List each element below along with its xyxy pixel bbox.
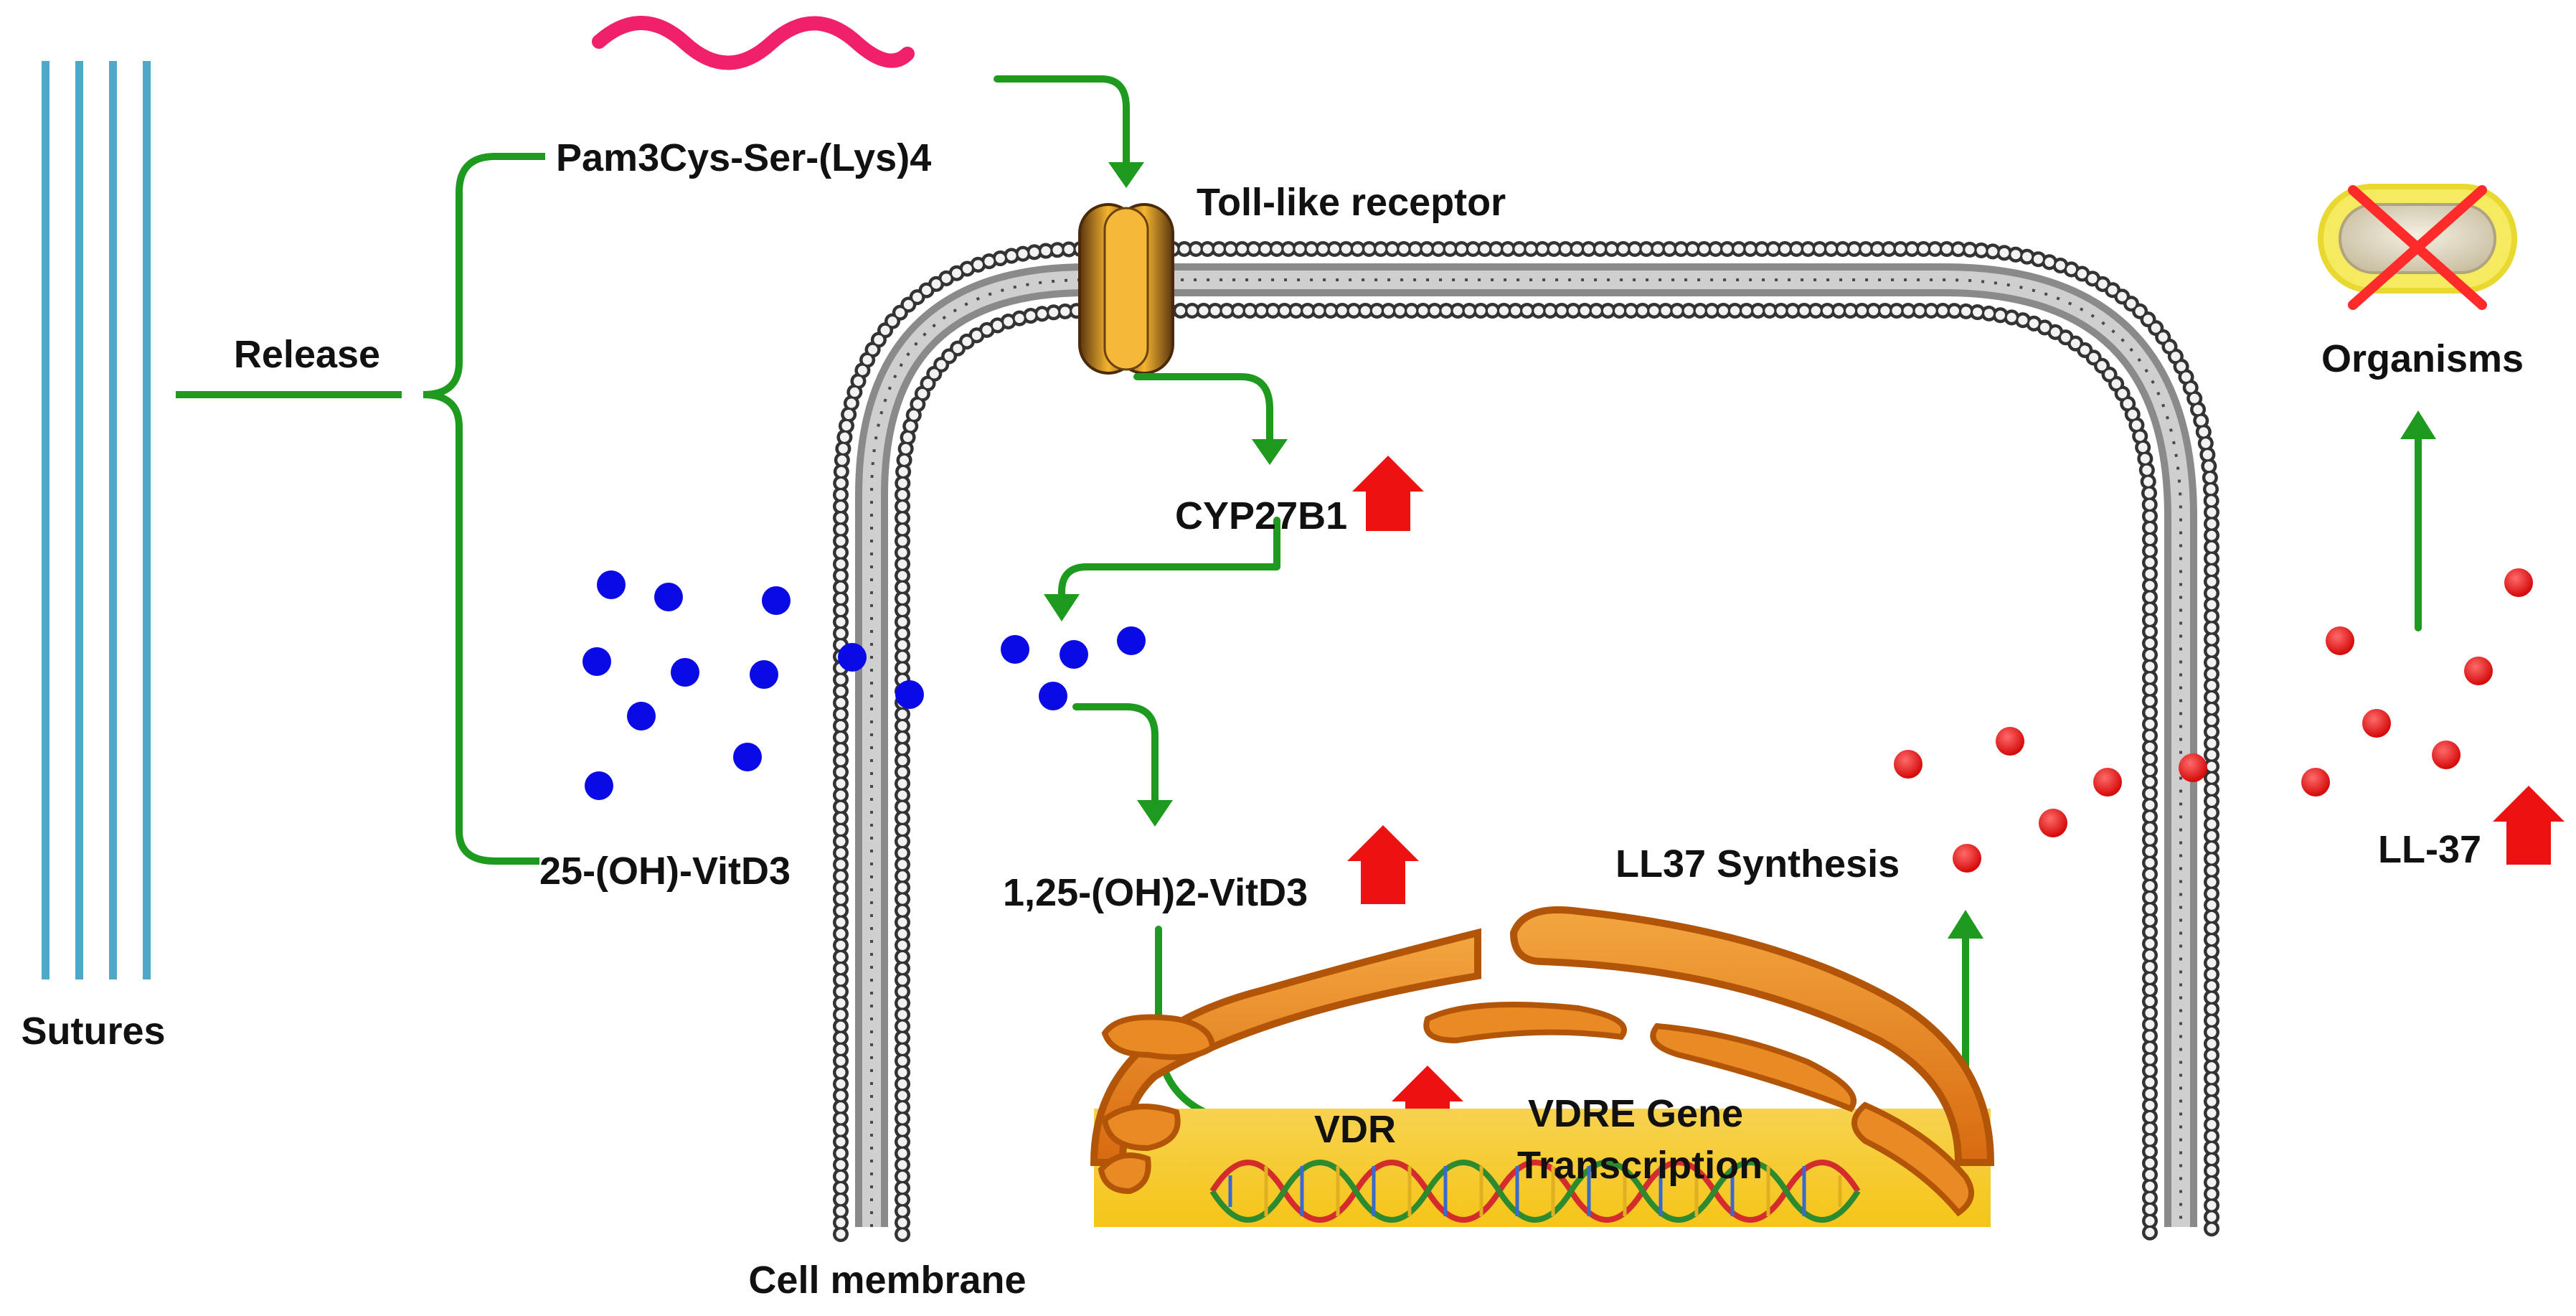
cyp27b1-label: CYP27B1 [1175,494,1347,537]
ll37-molecules [1894,568,2533,873]
release-bracket [176,153,545,865]
vdr-label: VDR [1314,1108,1396,1151]
cell-membrane [833,241,2219,1242]
vitd3-25-label: 25-(OH)-VitD3 [539,850,791,893]
cross-icon [2348,185,2487,310]
pam3cys-label: Pam3Cys-Ser-(Lys)4 [556,136,931,179]
arrow-vitd3-to-125vitd3 [1072,703,1159,807]
cyp27b1-up-arrow-icon [1352,456,1424,531]
arrow-cyp27b1-to-vitd3 [1058,517,1280,603]
toll-like-receptor-icon [1078,203,1174,375]
pam3cys-wave-icon [592,16,915,70]
vitd3-125-up-arrow-icon [1347,825,1419,904]
sutures-icon [42,61,151,979]
upregulation-arrows [1347,456,2565,1145]
organisms-label: Organisms [2321,337,2524,380]
toll-like-receptor-label: Toll-like receptor [1197,181,1506,224]
vdre-gene-label: VDRE Gene [1528,1092,1743,1135]
sutures-label: Sutures [21,1010,165,1053]
ll37-up-arrow-icon [2493,786,2565,865]
vitd3-125-label: 1,25-(OH)2-VitD3 [1003,871,1308,914]
dna-helix-icon [1209,1160,1861,1223]
vdre-transcription-label: Transcription [1517,1144,1763,1187]
cell-membrane-label: Cell membrane [748,1259,1026,1302]
pathway-arrows [994,75,2422,1130]
bacterium-icon [2318,184,2517,293]
arrow-pam3cys-to-tlr [994,75,1130,170]
ll37-label: LL-37 [2378,828,2481,871]
arrow-tlr-to-cyp27b1 [1133,373,1273,448]
vitd3-molecules [582,570,1146,800]
ll37-synthesis-label: LL37 Synthesis [1615,842,1900,885]
release-label: Release [234,333,380,376]
